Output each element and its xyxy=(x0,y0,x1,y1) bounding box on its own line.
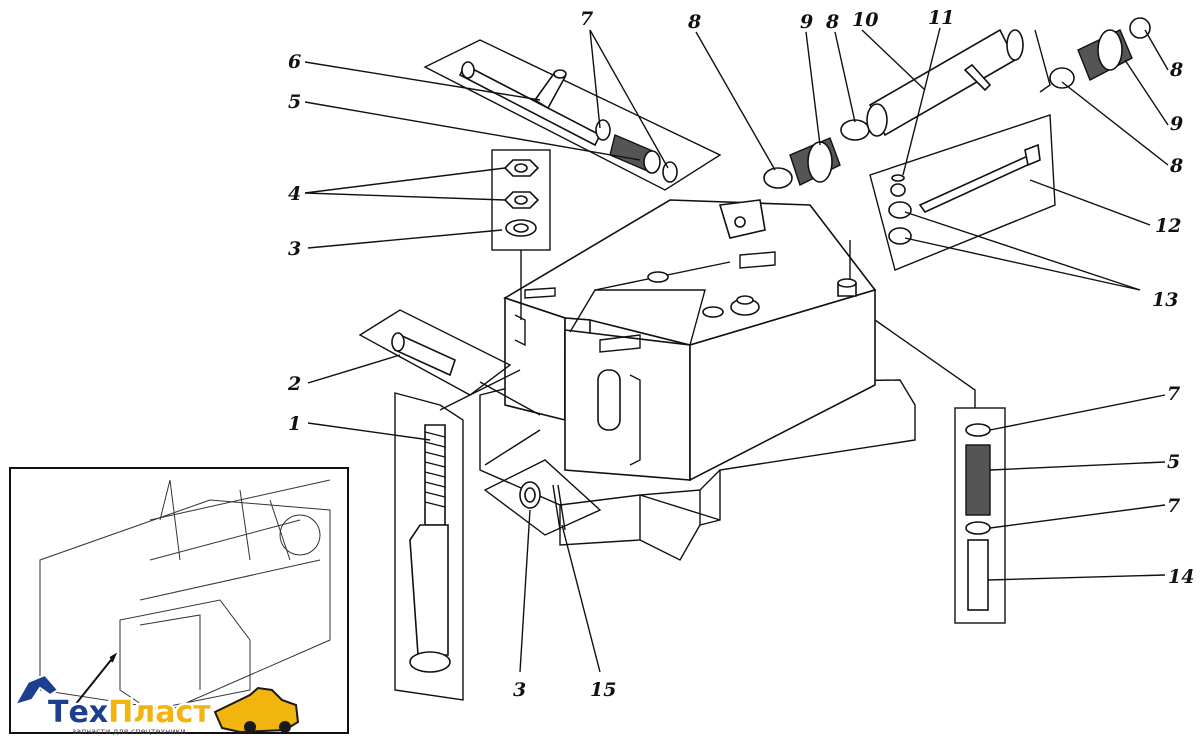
callout-4: 4 xyxy=(288,183,301,205)
callout-6: 6 xyxy=(288,51,301,73)
callout-10: 10 xyxy=(852,9,878,31)
excavator-arm-icon xyxy=(12,673,60,707)
location-inset xyxy=(9,467,349,734)
callout-9: 9 xyxy=(1170,113,1183,135)
callout-3: 3 xyxy=(288,238,301,260)
logo-tagline: запчасти для спецтехники xyxy=(72,727,186,736)
callout-7: 7 xyxy=(1167,383,1180,405)
callout-8: 8 xyxy=(1169,155,1183,177)
callout-1: 1 xyxy=(288,413,301,435)
nut-washer-stack xyxy=(491,149,551,320)
drain-tube-group xyxy=(874,319,1006,624)
callout-5: 5 xyxy=(288,91,301,113)
tank-strap xyxy=(394,369,521,701)
fuel-pipe-assembly-left xyxy=(423,39,722,191)
callout-13: 13 xyxy=(1152,289,1178,311)
hose-clamp-assembly xyxy=(763,17,1151,189)
callout-15: 15 xyxy=(590,679,616,701)
callout-14: 14 xyxy=(1168,566,1194,588)
logo-text-part1: Тех xyxy=(48,695,108,730)
callout-12: 12 xyxy=(1155,215,1181,237)
callout-7: 7 xyxy=(1167,495,1180,517)
callout-11: 11 xyxy=(928,7,954,29)
leader-lines xyxy=(304,27,1169,673)
callout-labels: 1 2 3 3 4 5 5 6 7 7 7 8 8 8 8 9 9 10 11 … xyxy=(287,7,1194,701)
callout-2: 2 xyxy=(287,373,301,395)
callout-7: 7 xyxy=(580,8,593,30)
callout-8: 8 xyxy=(687,11,701,33)
callout-5: 5 xyxy=(1167,451,1180,473)
callout-9: 9 xyxy=(800,11,813,33)
callout-8: 8 xyxy=(825,11,839,33)
callout-3: 3 xyxy=(513,679,526,701)
brand-logo: ТехПласт запчасти для спецтехники xyxy=(12,673,300,736)
fuel-tank xyxy=(479,199,916,561)
logo-text-part2: Пласт xyxy=(108,695,211,730)
washer-cotter-group xyxy=(483,429,602,536)
loader-icon xyxy=(213,686,300,734)
bolt-banjo-group xyxy=(849,114,1056,280)
callout-8: 8 xyxy=(1169,59,1183,81)
pin-part xyxy=(358,309,541,416)
svg-text:ТехПласт: ТехПласт xyxy=(48,695,211,730)
